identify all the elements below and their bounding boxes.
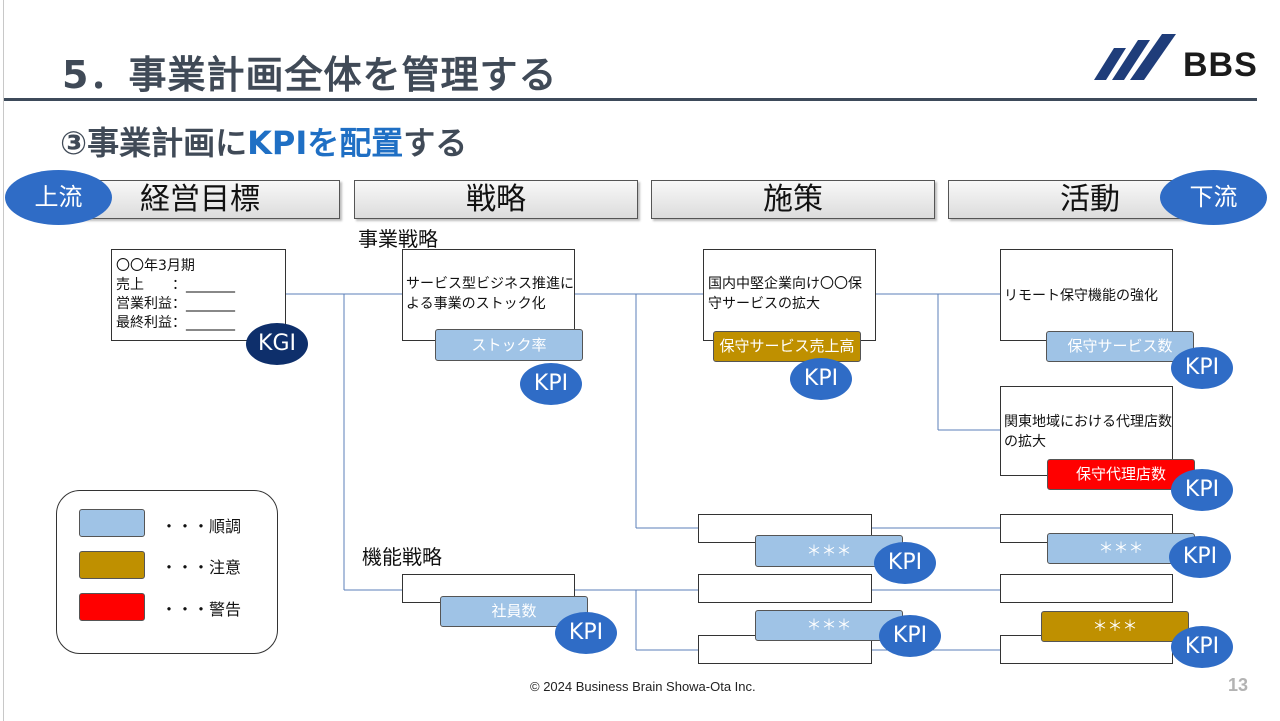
- activity-card-agency-text: 関東地域における代理店数の拡大: [1004, 414, 1172, 450]
- slide-title: 5．事業計画全体を管理する: [62, 53, 558, 97]
- footer-copyright: © 2024 Business Brain Showa-Ota Inc.: [530, 679, 756, 694]
- kpi-badge: KPI: [1171, 347, 1233, 389]
- goal-line-operating-profit: 営業利益：_______: [116, 296, 235, 312]
- section-business-strategy: 事業戦略: [358, 227, 438, 251]
- subtitle-keyword: KPIを配置: [247, 124, 404, 162]
- goal-line-net-profit: 最終利益：_______: [116, 315, 235, 331]
- subtitle-prefix: ③事業計画に: [60, 124, 248, 162]
- kpi-badge: KPI: [874, 542, 936, 584]
- kpi-bar-service-count: 保守サービス数: [1046, 331, 1194, 362]
- legend-swatch-warning: [79, 593, 145, 621]
- legend-label-caution: ・・・注意: [161, 558, 242, 577]
- activity-card-remote: リモート保守機能の強化: [1000, 249, 1173, 341]
- kpi-badge: KPI: [790, 358, 852, 400]
- kpi-badge: KPI: [1171, 626, 1233, 668]
- kpi-bar-placeholder: ＊＊＊: [755, 610, 903, 641]
- kpi-bar-placeholder: ＊＊＊: [1041, 611, 1189, 642]
- goal-line-sales: 売上 ：_______: [116, 277, 235, 293]
- placeholder-card: [1000, 574, 1173, 603]
- kpi-badge: KPI: [555, 612, 617, 654]
- activity-card-remote-text: リモート保守機能の強化: [1004, 288, 1158, 304]
- kpi-badge: KPI: [520, 363, 582, 405]
- kgi-badge: KGI: [246, 323, 308, 365]
- kpi-badge: KPI: [879, 615, 941, 657]
- page-number: 13: [1228, 675, 1249, 695]
- upstream-label: 上流: [5, 170, 112, 225]
- slide-subtitle: ③事業計画にKPIを配置する: [60, 118, 467, 164]
- kpi-bar-maintenance-sales: 保守サービス売上高: [713, 331, 861, 362]
- legend-swatch-ok: [79, 509, 145, 537]
- section-functional-strategy: 機能戦略: [362, 545, 442, 569]
- strategy-card-text: サービス型ビジネス推進による事業のストック化: [406, 276, 574, 312]
- goal-line-period: 〇〇年3月期: [116, 258, 195, 274]
- stage-header-measure: 施策: [651, 180, 935, 219]
- legend-label-warning: ・・・警告: [161, 600, 242, 619]
- downstream-label: 下流: [1160, 170, 1267, 225]
- subtitle-suffix: する: [403, 124, 468, 162]
- kpi-badge: KPI: [1171, 469, 1233, 511]
- title-divider: [4, 98, 1257, 101]
- bbs-logo-icon: [1094, 34, 1176, 80]
- logo-text: BBS: [1183, 46, 1258, 84]
- status-legend: ・・・順調 ・・・注意 ・・・警告: [56, 490, 278, 654]
- legend-label-ok: ・・・順調: [161, 517, 242, 536]
- stage-header-strategy: 戦略: [354, 180, 638, 219]
- measure-card-text: 国内中堅企業向け〇〇保守サービスの拡大: [708, 276, 862, 312]
- kpi-bar-stock-ratio: ストック率: [435, 329, 583, 361]
- kpi-badge: KPI: [1169, 536, 1231, 578]
- goal-box: 〇〇年3月期 売上 ：_______ 営業利益：_______ 最終利益：___…: [111, 249, 286, 341]
- measure-card: 国内中堅企業向け〇〇保守サービスの拡大: [703, 249, 876, 341]
- slide-left-edge: [3, 0, 4, 721]
- strategy-card: サービス型ビジネス推進による事業のストック化: [402, 249, 575, 341]
- placeholder-card: [698, 574, 872, 603]
- legend-swatch-caution: [79, 551, 145, 579]
